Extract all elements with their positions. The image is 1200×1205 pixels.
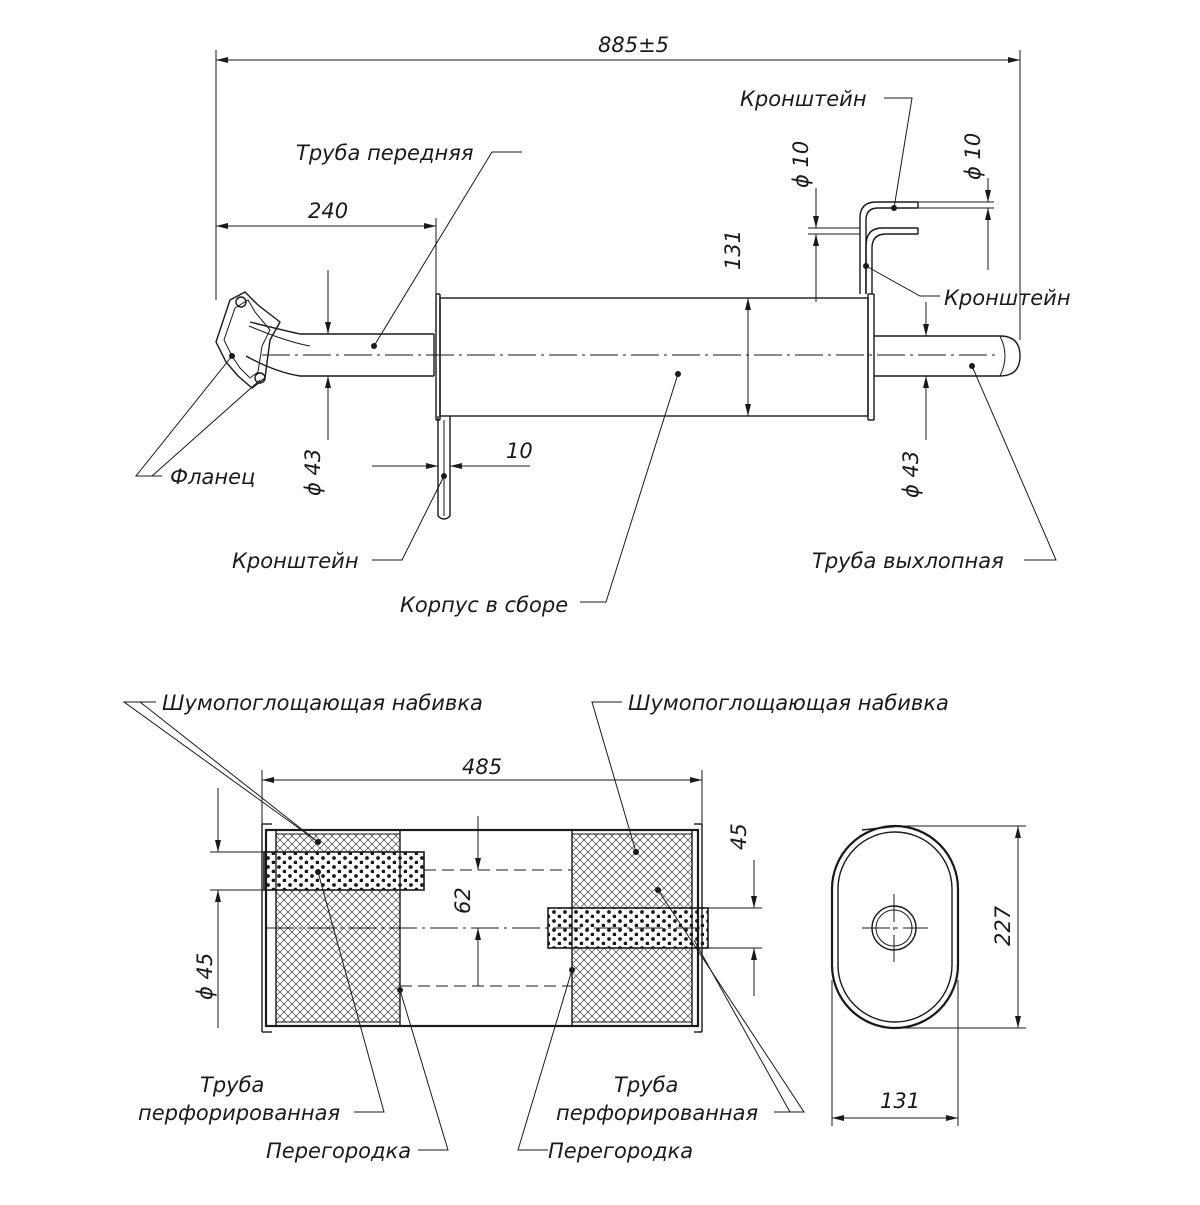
body-height-value: 131 xyxy=(721,230,745,270)
bracket-width-value: 10 xyxy=(506,439,533,463)
leader-pipe-front: Труба передняя xyxy=(296,141,522,349)
noise-fill-left-upper xyxy=(275,833,401,853)
label-perf-pipe-right-line2: перфорированная xyxy=(556,1101,758,1125)
leader-noise-fill-right: Шумопоглощающая набивка xyxy=(591,691,949,855)
label-pipe-front: Труба передняя xyxy=(296,141,474,165)
section-view: 485 ϕ 45 62 45 Шумопогло xyxy=(122,691,949,1163)
pipe-dia-right-value: ϕ 43 xyxy=(899,451,923,498)
flange-part xyxy=(215,291,281,389)
pipe-dia-left-value: ϕ 43 xyxy=(301,449,325,496)
body-part xyxy=(262,293,1000,421)
dim-overall-length: 885±5 xyxy=(215,33,1021,340)
dim-end-width: 131 xyxy=(831,980,959,1126)
top-bracket-part xyxy=(859,201,919,294)
leader-partition-left: Перегородка xyxy=(266,987,449,1163)
label-body-assembly: Корпус в сборе xyxy=(400,593,568,617)
leader-perf-pipe-left: Труба перфорированная xyxy=(138,869,385,1125)
dim-bracket-width: 10 xyxy=(372,439,533,469)
section-length-value: 485 xyxy=(462,755,502,779)
leader-body-assembly: Корпус в сборе xyxy=(400,371,681,617)
label-bracket-right: Кронштейн xyxy=(944,286,1071,310)
label-noise-fill-right: Шумопоглощающая набивка xyxy=(628,691,949,715)
top-view: 885±5 240 131 ϕ 10 xyxy=(134,33,1071,617)
perf-pipe-left xyxy=(263,851,425,891)
label-bracket-bottom: Кронштейн xyxy=(232,549,359,573)
label-perf-pipe-left-line2: перфорированная xyxy=(138,1101,340,1125)
leader-flange: Фланец xyxy=(134,353,261,489)
leader-noise-fill-left: Шумопоглощающая набивка xyxy=(122,691,483,845)
label-bracket-top: Кронштейн xyxy=(740,87,867,111)
label-partition-left: Перегородка xyxy=(266,1139,411,1163)
dim-body-height: 131 xyxy=(721,230,868,417)
dim-bracket-dia-left: ϕ 10 xyxy=(789,141,860,302)
end-width-value: 131 xyxy=(880,1089,920,1113)
end-height-value: 227 xyxy=(991,905,1015,946)
front-pipe-length-value: 240 xyxy=(308,199,348,223)
leader-bracket-top: Кронштейн xyxy=(740,87,913,211)
leader-perf-pipe-right: Труба перфорированная xyxy=(556,887,805,1125)
noise-fill-right-upper xyxy=(571,833,693,909)
leader-pipe-exhaust: Труба выхлопная xyxy=(812,363,1057,573)
perf-dia-value: ϕ 45 xyxy=(193,953,217,1000)
dim-offset-45: 45 xyxy=(708,823,762,996)
dim-pipe-dia-left: ϕ 43 xyxy=(301,270,340,496)
dim-bracket-dia-right: ϕ 10 xyxy=(918,133,994,270)
overall-length-value: 885±5 xyxy=(598,33,669,57)
bracket-dia-right-value: ϕ 10 xyxy=(961,133,985,180)
label-perf-pipe-left-line1: Труба xyxy=(200,1073,264,1097)
noise-fill-left-lower xyxy=(275,889,401,1023)
offset-62-value: 62 xyxy=(451,887,475,914)
leader-partition-right: Перегородка xyxy=(517,967,693,1163)
dim-offset-62: 62 xyxy=(451,816,481,986)
label-partition-right: Перегородка xyxy=(548,1139,693,1163)
label-flange: Фланец xyxy=(170,465,255,489)
noise-fill-right-lower xyxy=(571,947,693,1023)
dim-end-height: 227 xyxy=(900,825,1026,1029)
dim-front-pipe-length: 240 xyxy=(216,199,437,294)
label-perf-pipe-right-line1: Труба xyxy=(614,1073,678,1097)
front-pipe-part xyxy=(245,321,435,377)
bracket-dia-left-value: ϕ 10 xyxy=(789,141,813,188)
leader-bracket-bottom: Кронштейн xyxy=(232,473,447,573)
dim-section-length: 485 xyxy=(261,755,703,824)
dim-pipe-dia-right: ϕ 43 xyxy=(899,302,936,498)
exhaust-pipe-part xyxy=(874,335,1021,377)
end-view: 227 131 xyxy=(830,824,1026,1126)
label-noise-fill-left: Шумопоглощающая набивка xyxy=(162,691,483,715)
bottom-bracket-part xyxy=(437,416,451,520)
offset-45-value: 45 xyxy=(727,823,751,850)
dim-perf-dia: ϕ 45 xyxy=(193,788,264,1028)
leader-bracket-right: Кронштейн xyxy=(863,263,1071,310)
label-pipe-exhaust: Труба выхлопная xyxy=(812,549,1004,573)
